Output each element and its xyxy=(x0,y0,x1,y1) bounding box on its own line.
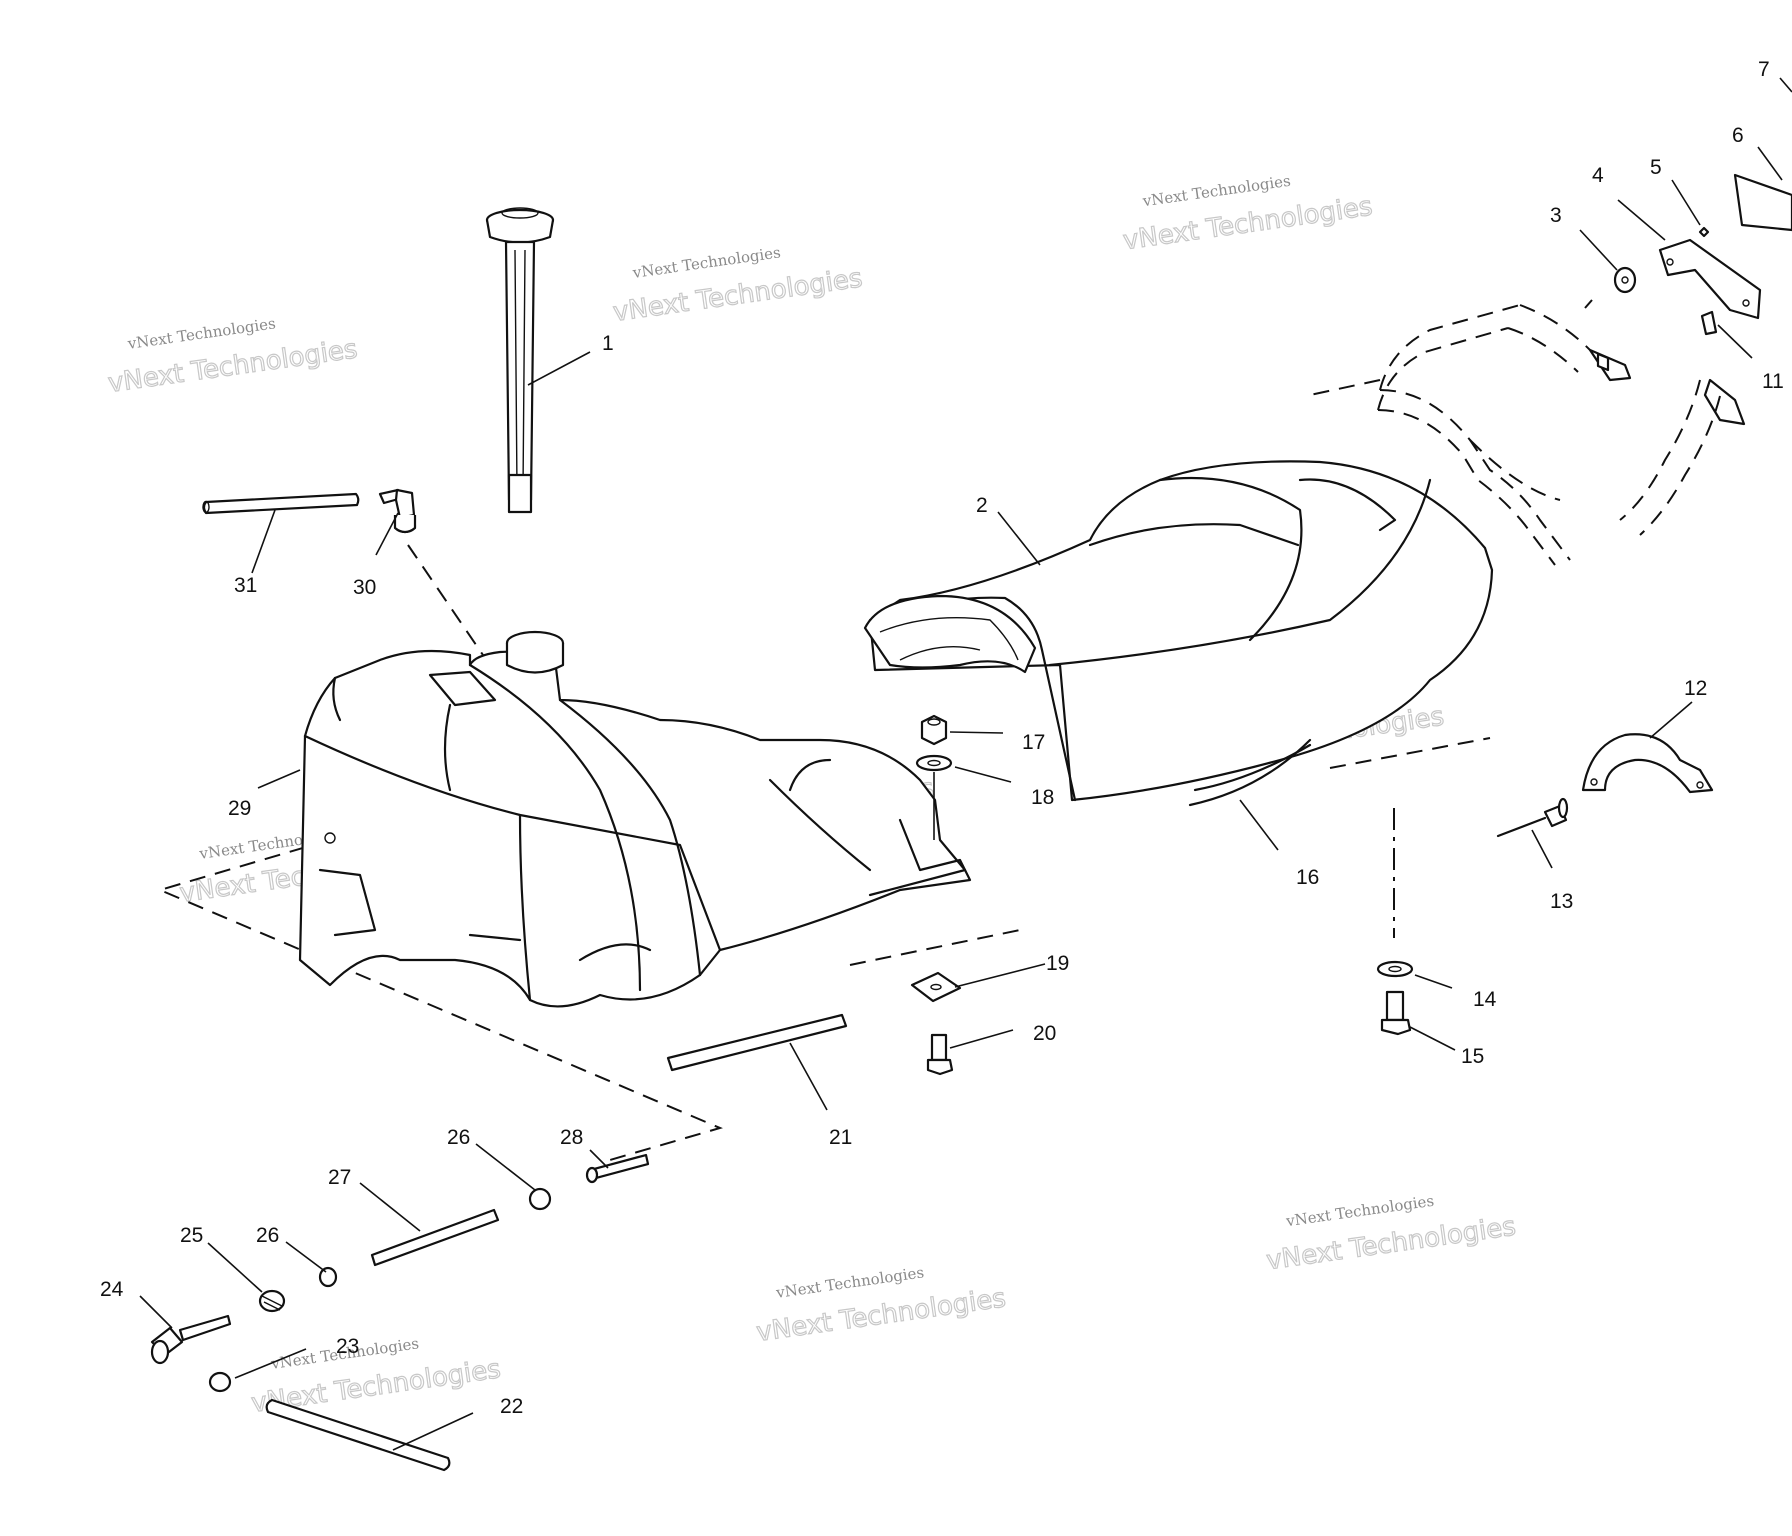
svg-text:vNext Technologies: vNext Technologies xyxy=(774,1263,925,1302)
part-26-cap-b xyxy=(528,1187,552,1211)
callout-15: 15 xyxy=(1461,1045,1484,1068)
callout-1: 1 xyxy=(602,332,614,355)
callout-5: 5 xyxy=(1650,156,1662,179)
callout-26-b: 26 xyxy=(447,1126,470,1149)
svg-text:vNext Technologies: vNext Technologies xyxy=(1284,1192,1435,1231)
callout-21: 21 xyxy=(829,1126,852,1149)
part-18-washer xyxy=(915,754,953,772)
callout-26-a: 26 xyxy=(256,1224,279,1247)
callout-13: 13 xyxy=(1550,890,1573,913)
part-13-rivet xyxy=(1496,797,1569,838)
svg-text:vNext Technologies: vNext Technologies xyxy=(631,243,782,282)
callout-22: 22 xyxy=(500,1395,523,1418)
rear-rack xyxy=(1377,304,1746,566)
callout-23: 23 xyxy=(336,1335,359,1358)
part-1-fuel-sender xyxy=(485,207,555,514)
callout-29: 29 xyxy=(228,797,251,820)
part-25-clamp xyxy=(258,1289,286,1313)
part-17-nut xyxy=(920,714,948,746)
callout-labels: 1 2 3 4 5 6 7 11 12 13 14 15 16 17 18 19… xyxy=(100,58,1784,1418)
callout-7: 7 xyxy=(1758,58,1770,81)
svg-text:vNext Technologies: vNext Technologies xyxy=(1141,172,1292,211)
part-20-bolt xyxy=(926,1033,954,1076)
callout-2: 2 xyxy=(976,494,988,517)
assembly-lines xyxy=(157,299,1593,1161)
callout-19: 19 xyxy=(1046,952,1069,975)
part-31-hose xyxy=(202,492,360,515)
part-23-cap xyxy=(208,1371,232,1393)
callout-14: 14 xyxy=(1473,988,1497,1011)
callout-20: 20 xyxy=(1033,1022,1056,1045)
part-27-rod xyxy=(370,1208,500,1267)
part-12-clamp xyxy=(1581,733,1714,794)
fuel-tank xyxy=(298,630,972,1008)
svg-text:vNext Technologies: vNext Technologies xyxy=(126,314,277,353)
part-24-valve xyxy=(150,1314,232,1365)
callout-3: 3 xyxy=(1550,204,1562,227)
part-2-seat xyxy=(863,460,1494,807)
part-16-seat-strap xyxy=(1193,743,1312,792)
callout-18: 18 xyxy=(1031,786,1054,809)
callout-4: 4 xyxy=(1592,164,1604,187)
part-15-bolt xyxy=(1380,990,1412,1036)
part-26-cap-a xyxy=(318,1266,338,1288)
callout-16: 16 xyxy=(1296,866,1319,889)
part-19-plate xyxy=(910,971,962,1003)
part-14-washer xyxy=(1376,960,1414,978)
callout-30: 30 xyxy=(353,576,376,599)
callout-31: 31 xyxy=(234,574,257,597)
leader-lines xyxy=(139,77,1792,1451)
callout-6: 6 xyxy=(1732,124,1744,147)
callout-12: 12 xyxy=(1684,677,1707,700)
callout-11: 11 xyxy=(1762,370,1784,393)
callout-28: 28 xyxy=(560,1126,583,1149)
part-30-elbow-fitting xyxy=(378,488,417,534)
part-28-pin xyxy=(585,1153,650,1184)
callout-17: 17 xyxy=(1022,731,1045,754)
rack-brackets xyxy=(1613,173,1792,336)
part-22-rod xyxy=(265,1398,451,1472)
callout-24: 24 xyxy=(100,1278,124,1301)
callout-25: 25 xyxy=(180,1224,203,1247)
part-21-strip xyxy=(666,1013,848,1072)
callout-27: 27 xyxy=(328,1166,351,1189)
